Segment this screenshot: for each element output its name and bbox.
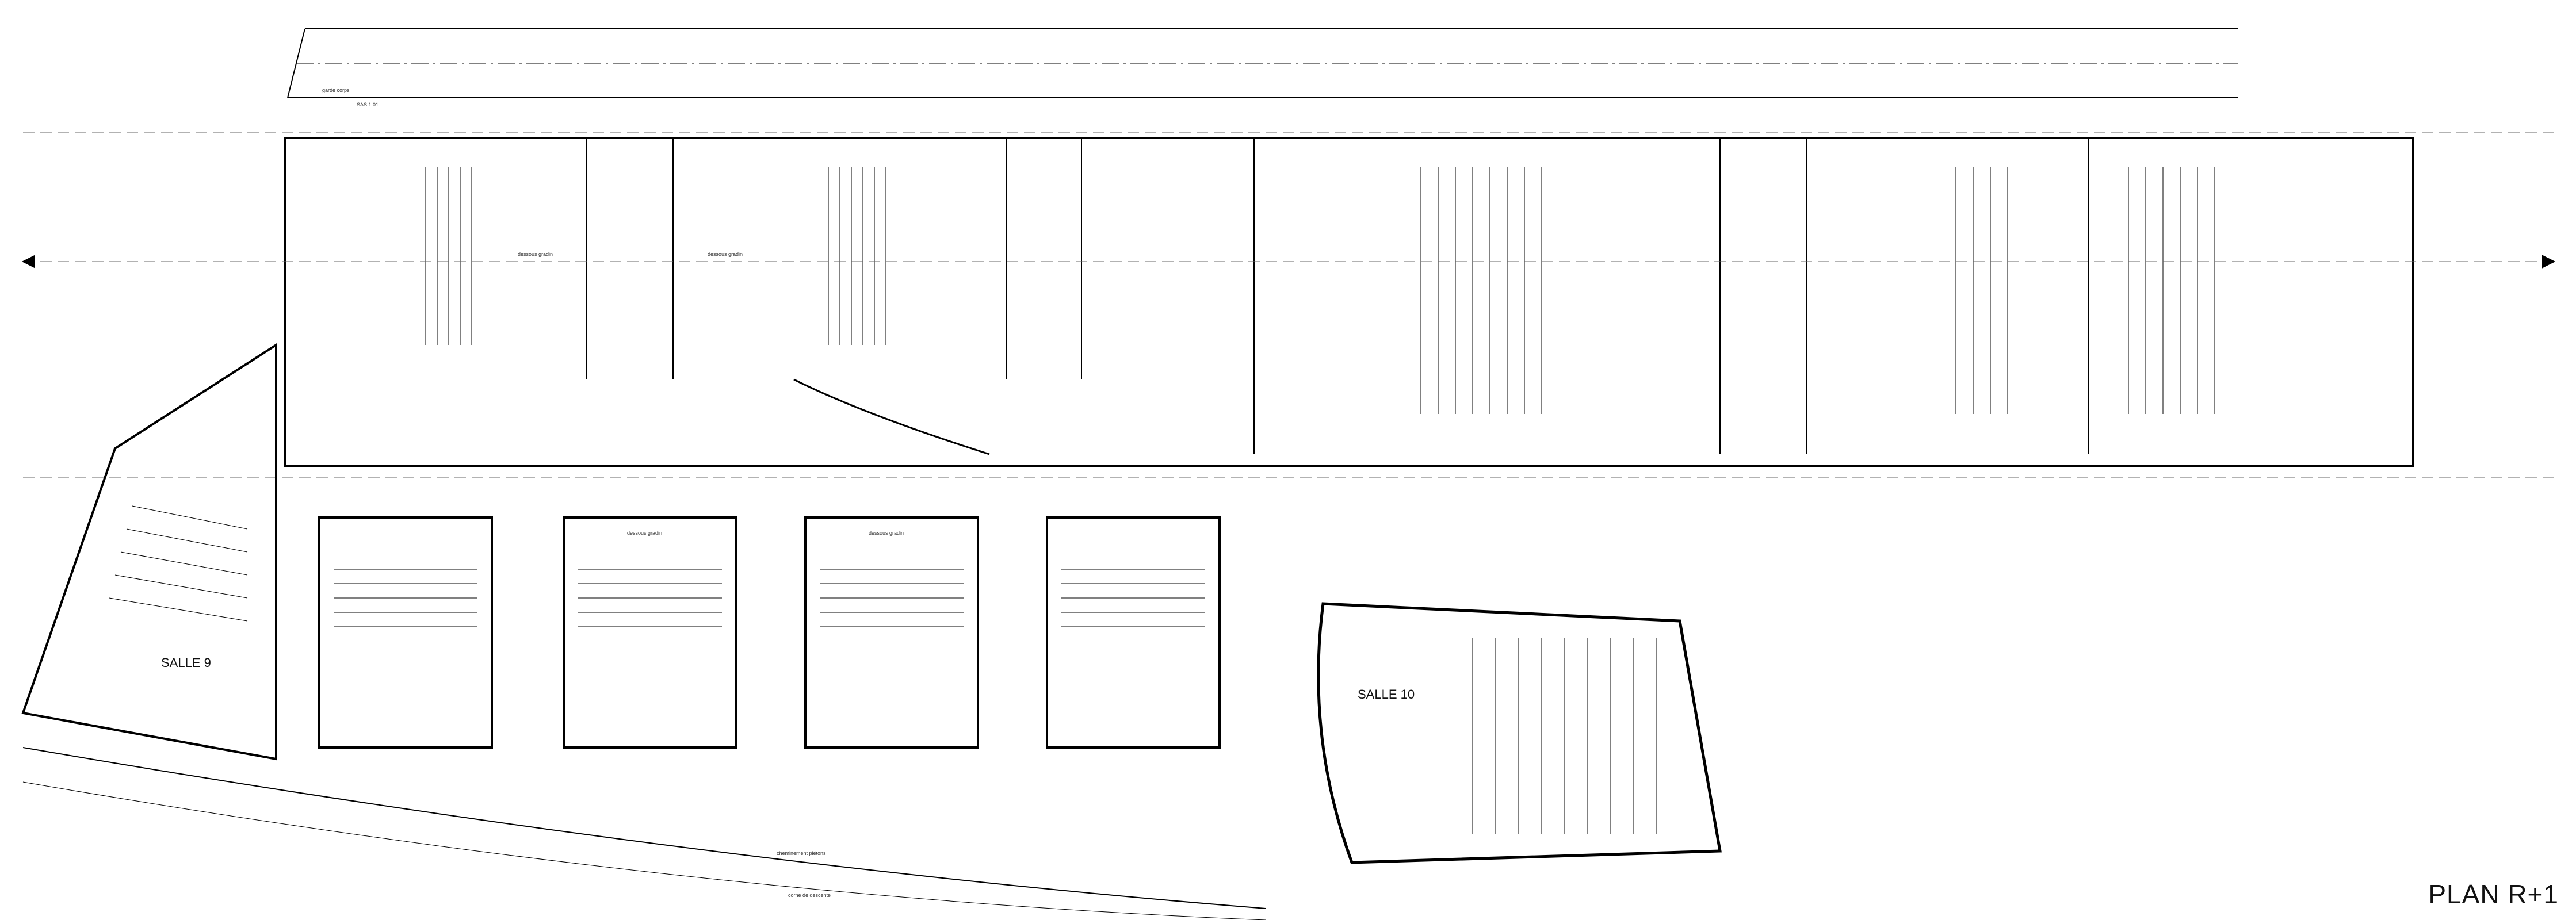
south-seating <box>334 569 1205 627</box>
north-seating <box>425 167 2215 414</box>
south-hall-b <box>563 516 737 749</box>
annotation-ecran-graphite: dessous gradin <box>518 251 553 257</box>
annotation-sas: SAS 1.01 <box>357 102 379 108</box>
salle-9-seating <box>109 505 248 622</box>
north-building-outline <box>284 137 2414 467</box>
structural-grid <box>23 132 2554 478</box>
south-hall-a <box>318 516 493 749</box>
salle-10-label: SALLE 10 <box>1358 687 1415 702</box>
plan-title: PLAN R+1 <box>2428 879 2559 909</box>
salle-10-outline <box>1317 602 1722 864</box>
annotation-ecran-gradin: dessous gradin <box>708 251 743 257</box>
annotation-ecran-salle1: dessous gradin <box>627 530 662 536</box>
annotation-cheminement: cheminement piétons <box>777 850 826 856</box>
annotation-corne: corne de descente <box>788 892 831 898</box>
section-marker-left <box>21 255 35 269</box>
annotation-ecran-salle3: dessous gradin <box>869 530 904 536</box>
pedestrian-path <box>22 747 1266 909</box>
section-marker-right <box>2542 255 2556 269</box>
salle-9-outline <box>21 343 277 761</box>
annotation-garde-corps: garde corps <box>322 87 350 93</box>
south-hall-d <box>1046 516 1221 749</box>
south-hall-c <box>804 516 979 749</box>
salle-10-seating <box>1472 638 1657 834</box>
central-stair <box>793 378 990 455</box>
salle-9-label: SALLE 9 <box>161 656 211 670</box>
descent-curve <box>22 781 1266 920</box>
